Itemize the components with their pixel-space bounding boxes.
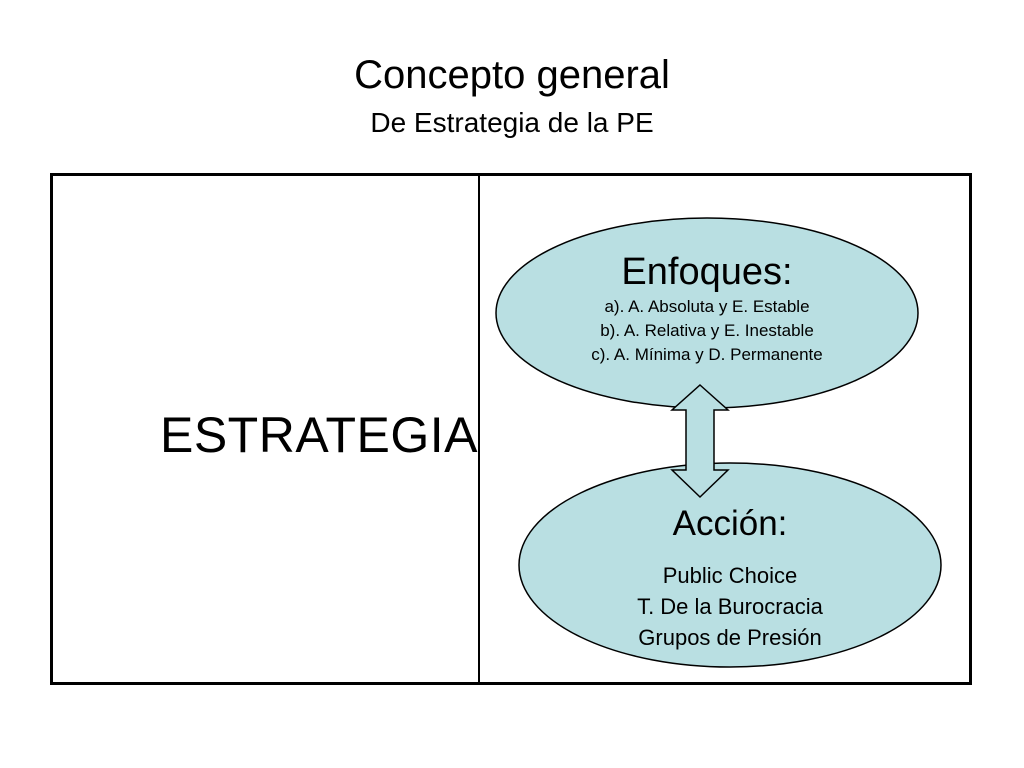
enfoques-item: a). A. Absoluta y E. Estable <box>604 297 810 316</box>
strategy-label: ESTRATEGIA <box>159 407 478 463</box>
enfoques-item: b). A. Relativa y E. Inestable <box>600 321 814 340</box>
content-frame <box>50 173 972 685</box>
accion-heading: Acción: <box>672 504 788 543</box>
slide-subtitle: De Estrategia de la PE <box>370 107 654 138</box>
enfoques-item: c). A. Mínima y D. Permanente <box>591 345 823 364</box>
accion-item: T. De la Burocracia <box>637 594 823 619</box>
slide-title: Concepto general <box>354 53 670 97</box>
accion-ellipse <box>518 462 942 668</box>
accion-item: Public Choice <box>662 563 798 588</box>
double-arrow-icon <box>670 383 730 499</box>
accion-item: Grupos de Presión <box>638 625 822 650</box>
enfoques-heading: Enfoques: <box>621 251 793 293</box>
column-divider <box>478 173 480 685</box>
